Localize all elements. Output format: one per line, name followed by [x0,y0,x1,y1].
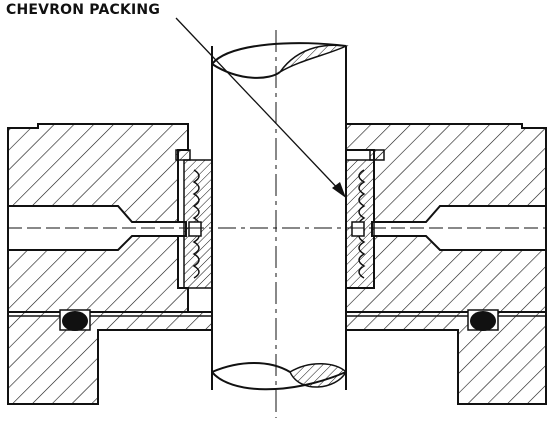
o-ring-right [467,309,499,331]
packing-gland-left [175,149,213,289]
leader-arrow [175,17,346,198]
lower-body-right [345,311,547,405]
o-ring-left [59,309,91,331]
lower-body-left [7,311,213,405]
chevron-packing-label: CHEVRON PACKING [6,2,161,18]
piston-rod [211,42,349,391]
